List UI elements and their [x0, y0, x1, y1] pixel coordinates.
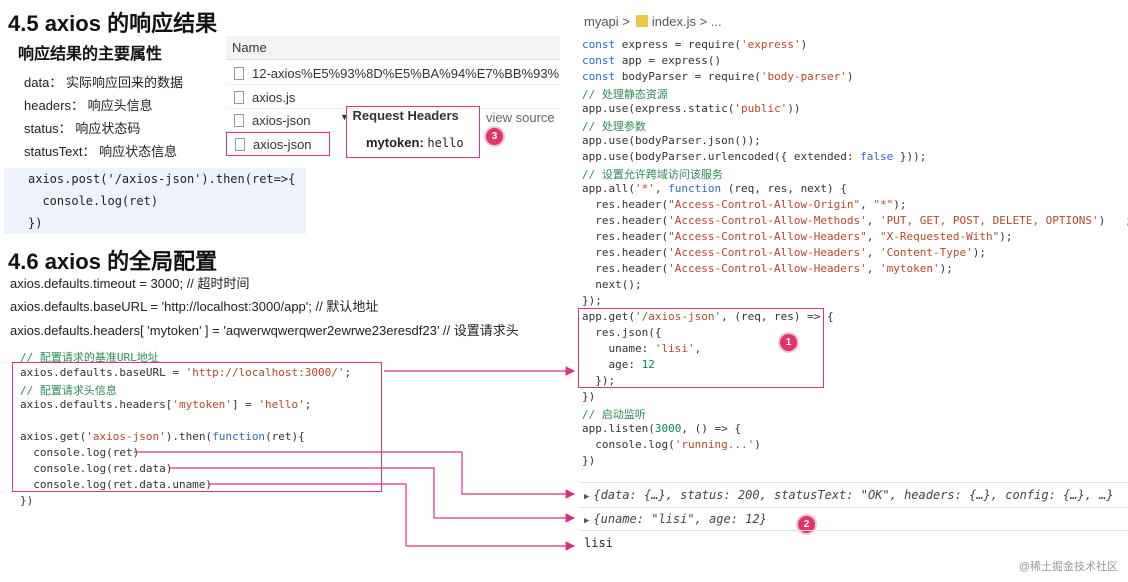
prop-statustext: statusText： 响应状态信息	[24, 144, 178, 159]
server-line: const app = express()	[582, 54, 722, 67]
request-headers-title[interactable]: ▼ Request Headers	[340, 108, 459, 123]
client-line-log-data: console.log(ret.data)	[20, 462, 173, 475]
network-row-selected[interactable]: axios-json	[226, 132, 330, 156]
breadcrumb-folder[interactable]: myapi	[584, 14, 619, 29]
config-baseurl: axios.defaults.baseURL = 'http://localho…	[10, 299, 379, 314]
server-line: const express = require('express')	[582, 38, 808, 51]
server-comment: // 处理参数	[582, 120, 646, 133]
network-name-header[interactable]: Name	[226, 36, 560, 60]
console-divider	[580, 507, 1128, 508]
section-title-4-6: 4.6 axios 的全局配置	[8, 249, 218, 274]
step-badge-1: 1	[778, 332, 799, 353]
server-line: console.log('running...')	[582, 438, 761, 451]
prop-headers: headers： 响应头信息	[24, 98, 153, 113]
prop-data: data： 实际响应回来的数据	[24, 75, 183, 90]
watermark: @稀土掘金技术社区	[1018, 561, 1118, 573]
view-source-link[interactable]: view source	[486, 110, 555, 125]
server-line: app.all('*', function (req, res, next) {	[582, 182, 847, 195]
network-row[interactable]: 12-axios%E5%93%8D%E5%BA%94%E7%BB%93%E...	[226, 62, 560, 85]
prop-status: status： 响应状态码	[24, 121, 141, 136]
client-line-close: })	[20, 494, 34, 507]
client-line-log-ret: console.log(ret)	[20, 446, 140, 459]
client-comment-headers: // 配置请求头信息	[20, 384, 117, 397]
client-line-headers: axios.defaults.headers['mytoken'] = 'hel…	[20, 398, 312, 411]
post-line-3: })	[28, 216, 43, 230]
config-timeout: axios.defaults.timeout = 3000; // 超时时间	[10, 276, 250, 291]
network-row[interactable]: axios.js	[226, 86, 560, 109]
client-line-baseurl: axios.defaults.baseURL = 'http://localho…	[20, 366, 352, 379]
server-line: app.use(bodyParser.urlencoded({ extended…	[582, 150, 927, 163]
subtitle-main-properties: 响应结果的主要属性	[18, 46, 163, 63]
server-route-line: });	[582, 374, 616, 387]
config-headers: axios.defaults.headers[ 'mytoken’ ] = 'a…	[10, 323, 519, 338]
server-comment: // 处理静态资源	[582, 88, 668, 101]
server-line: });	[582, 294, 602, 307]
step-badge-2: 2	[796, 514, 817, 535]
server-header-line: res.header('Access-Control-Allow-Headers…	[582, 246, 986, 259]
server-route-line: res.json({	[582, 326, 662, 339]
file-icon	[234, 91, 244, 104]
server-line: })	[582, 454, 596, 467]
triangle-right-icon[interactable]: ▶	[584, 516, 590, 526]
js-file-icon	[635, 15, 648, 27]
step-badge-3: 3	[484, 126, 505, 147]
post-line-2: console.log(ret)	[28, 194, 159, 208]
console-output-ret[interactable]: ▶{data: {…}, status: 200, statusText: "O…	[584, 488, 1114, 502]
server-line: next();	[582, 278, 642, 291]
breadcrumb: myapi >index.js > ...	[584, 14, 722, 29]
server-header-line: res.header('Access-Control-Allow-Methods…	[582, 214, 1128, 227]
file-icon	[235, 138, 245, 151]
arrow-log-data	[170, 467, 576, 523]
server-header-line: res.header("Access-Control-Allow-Headers…	[582, 230, 1013, 243]
client-line-log-uname: console.log(ret.data.uname)	[20, 478, 213, 491]
triangle-down-icon: ▼	[340, 112, 349, 122]
server-route-line: uname: 'lisi',	[582, 342, 702, 355]
server-line: app.listen(3000, () => {	[582, 422, 741, 435]
server-comment: // 启动监听	[582, 408, 646, 421]
server-route-line: app.get('/axios-json', (req, res) => {	[582, 310, 834, 323]
server-line: })	[582, 390, 596, 403]
axios-post-example: axios.post('/axios-json').then(ret=>{ co…	[4, 168, 306, 234]
network-row[interactable]: axios-json	[226, 109, 336, 132]
server-route-highlight	[578, 308, 824, 388]
section-title-4-5: 4.5 axios 的响应结果	[8, 11, 218, 36]
post-line-1: axios.post('/axios-json').then(ret=>{	[28, 172, 296, 186]
client-comment-baseurl: // 配置请求的基准URL地址	[20, 351, 159, 364]
server-route-line: age: 12	[582, 358, 655, 371]
server-line: const bodyParser = require('body-parser'…	[582, 70, 854, 83]
request-headers-highlight	[346, 106, 480, 158]
server-comment: // 设置允许跨域访问该服务	[582, 168, 723, 181]
console-output-data[interactable]: ▶{uname: "lisi", age: 12}	[584, 512, 767, 526]
client-line-get: axios.get('axios-json').then(function(re…	[20, 430, 305, 443]
console-output-uname: lisi	[584, 536, 613, 550]
arrow-log-ret	[134, 451, 576, 499]
breadcrumb-file[interactable]: index.js	[651, 14, 696, 29]
file-icon	[234, 67, 244, 80]
server-line: app.use(bodyParser.json());	[582, 134, 761, 147]
console-divider	[580, 482, 1128, 483]
server-header-line: res.header("Access-Control-Allow-Origin"…	[582, 198, 907, 211]
client-code-highlight	[12, 362, 382, 492]
file-icon	[234, 114, 244, 127]
triangle-right-icon[interactable]: ▶	[584, 492, 590, 502]
server-line: app.use(express.static('public'))	[582, 102, 801, 115]
mytoken-header-row: mytoken: hello	[366, 135, 464, 150]
arrow-log-uname	[208, 483, 576, 551]
server-header-line: res.header('Access-Control-Allow-Headers…	[582, 262, 953, 275]
console-divider	[580, 530, 1128, 531]
